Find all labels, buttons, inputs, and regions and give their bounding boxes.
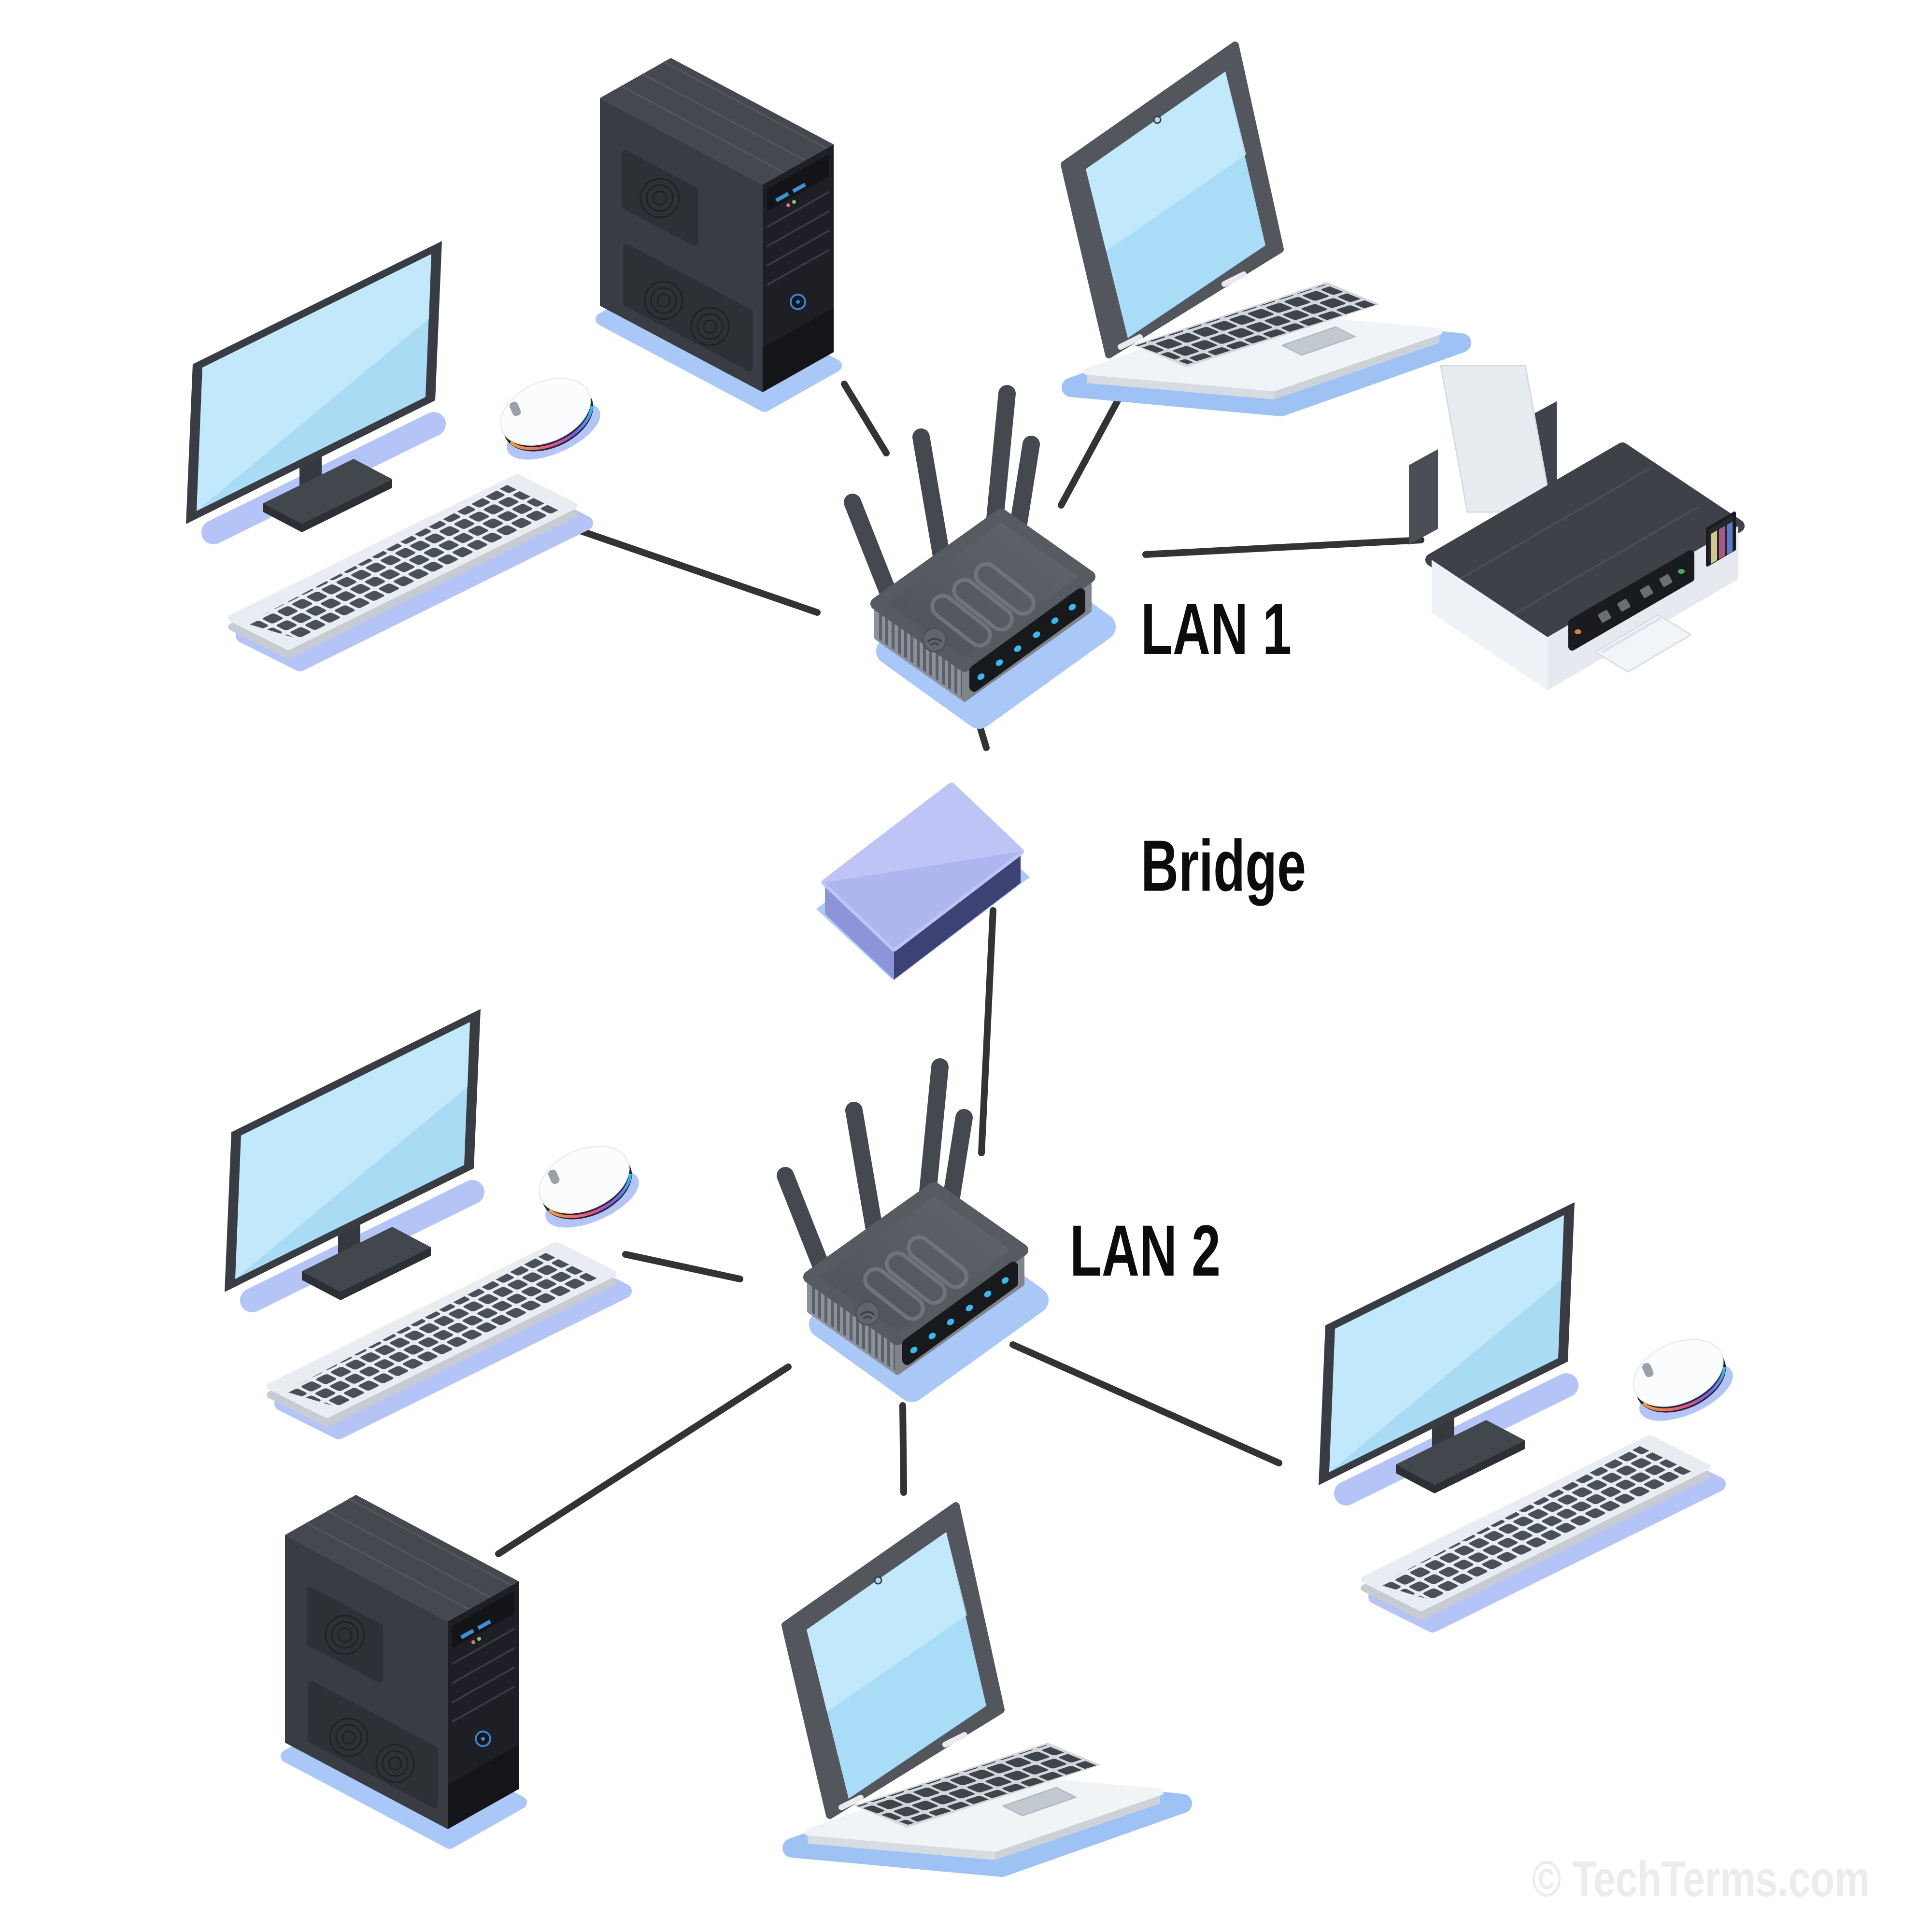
lan1-laptop [1065,45,1462,407]
label-lan2: LAN 2 [1070,1210,1221,1291]
connection-lan2-router-to-desktop2 [1009,1341,1282,1466]
label-lan1: LAN 1 [1141,588,1292,669]
lan2-laptop [785,1506,1182,1867]
connection-lan1-desktop-to-router [571,526,821,616]
label-bridge: Bridge [1141,825,1307,906]
lan1-wireless-router [852,394,1102,715]
lan1-printer [1409,366,1738,690]
connection-bridge-to-lan2-router [978,907,996,1156]
lan2-tower-pc [285,1495,521,1843]
watermark: © TechTerms.com [1532,1851,1870,1907]
connection-lan1-printer-to-router [1142,537,1424,558]
bridge-device [816,786,1030,980]
lan2-desktop-computer-2 [1319,1202,1741,1625]
lan1-desktop-computer [186,241,609,664]
connection-lan2-desktop-to-router [622,1251,743,1282]
lan2-desktop-computer [225,1009,647,1432]
connection-lines [495,381,1424,1557]
connection-lan1-tower-to-router [841,381,890,456]
connection-lan1-laptop-to-router [1058,383,1129,509]
lan2-wireless-router [785,1067,1035,1389]
connection-lan2-tower-to-router [495,1364,792,1557]
connection-lan2-router-to-laptop [899,1402,907,1496]
lan1-tower-pc [600,58,836,406]
